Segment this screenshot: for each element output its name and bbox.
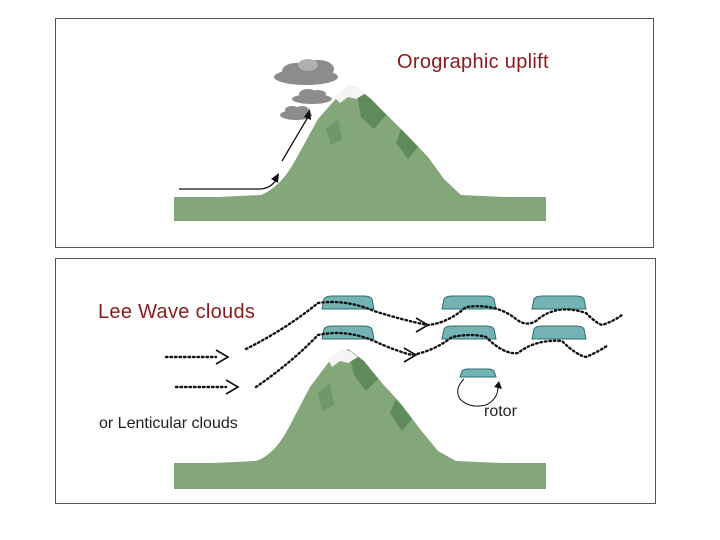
wave-streamline-lower [254, 331, 610, 389]
cloud-middle [292, 89, 332, 104]
mountain [174, 349, 546, 489]
uplift-arrow-line [179, 178, 278, 190]
cloud-top [274, 59, 338, 85]
lenticular-cloud-1 [321, 295, 375, 310]
orographic-panel: Orographic uplift [55, 18, 654, 248]
lenticular-cloud-3 [531, 295, 587, 310]
mountain-shade-3 [326, 119, 342, 145]
mountain-shade-2 [396, 129, 418, 159]
orographic-illustration [174, 59, 546, 221]
rotor-loop-arrowhead [494, 381, 502, 389]
mountain-shade [348, 349, 378, 391]
rotor-cloud [459, 368, 497, 378]
rotor-label: rotor [484, 403, 517, 420]
wave-streamline-upper [244, 300, 624, 351]
snow-cap [334, 85, 366, 103]
lee-wave-panel: Lee Wave clouds or Lenticular clouds rot… [55, 258, 656, 504]
inflow-arrowhead-upper [215, 349, 230, 365]
lee-wave-title: Lee Wave clouds [98, 301, 256, 323]
rotor-loop [457, 378, 499, 407]
uplift-arrow-rise [281, 116, 309, 162]
lenticular-cloud-4 [321, 325, 375, 340]
orographic-title: Orographic uplift [397, 51, 549, 73]
inflow-arrowhead-lower [225, 379, 240, 395]
lenticular-subtitle: or Lenticular clouds [99, 415, 238, 432]
mountain [174, 87, 546, 221]
uplift-arrowhead-low [271, 173, 279, 183]
mountain-shade-2 [390, 399, 412, 431]
lenticular-cloud-6 [531, 325, 587, 340]
uplift-arrowhead-high [304, 109, 311, 120]
mountain-shade [356, 87, 386, 129]
lee-wave-illustration [164, 295, 624, 489]
wave-arrowhead-upper [415, 317, 430, 333]
cloud-low [280, 106, 312, 120]
snow-cap [328, 349, 358, 367]
wave-arrowhead-lower [403, 347, 418, 363]
mountain-shade-3 [318, 383, 334, 411]
